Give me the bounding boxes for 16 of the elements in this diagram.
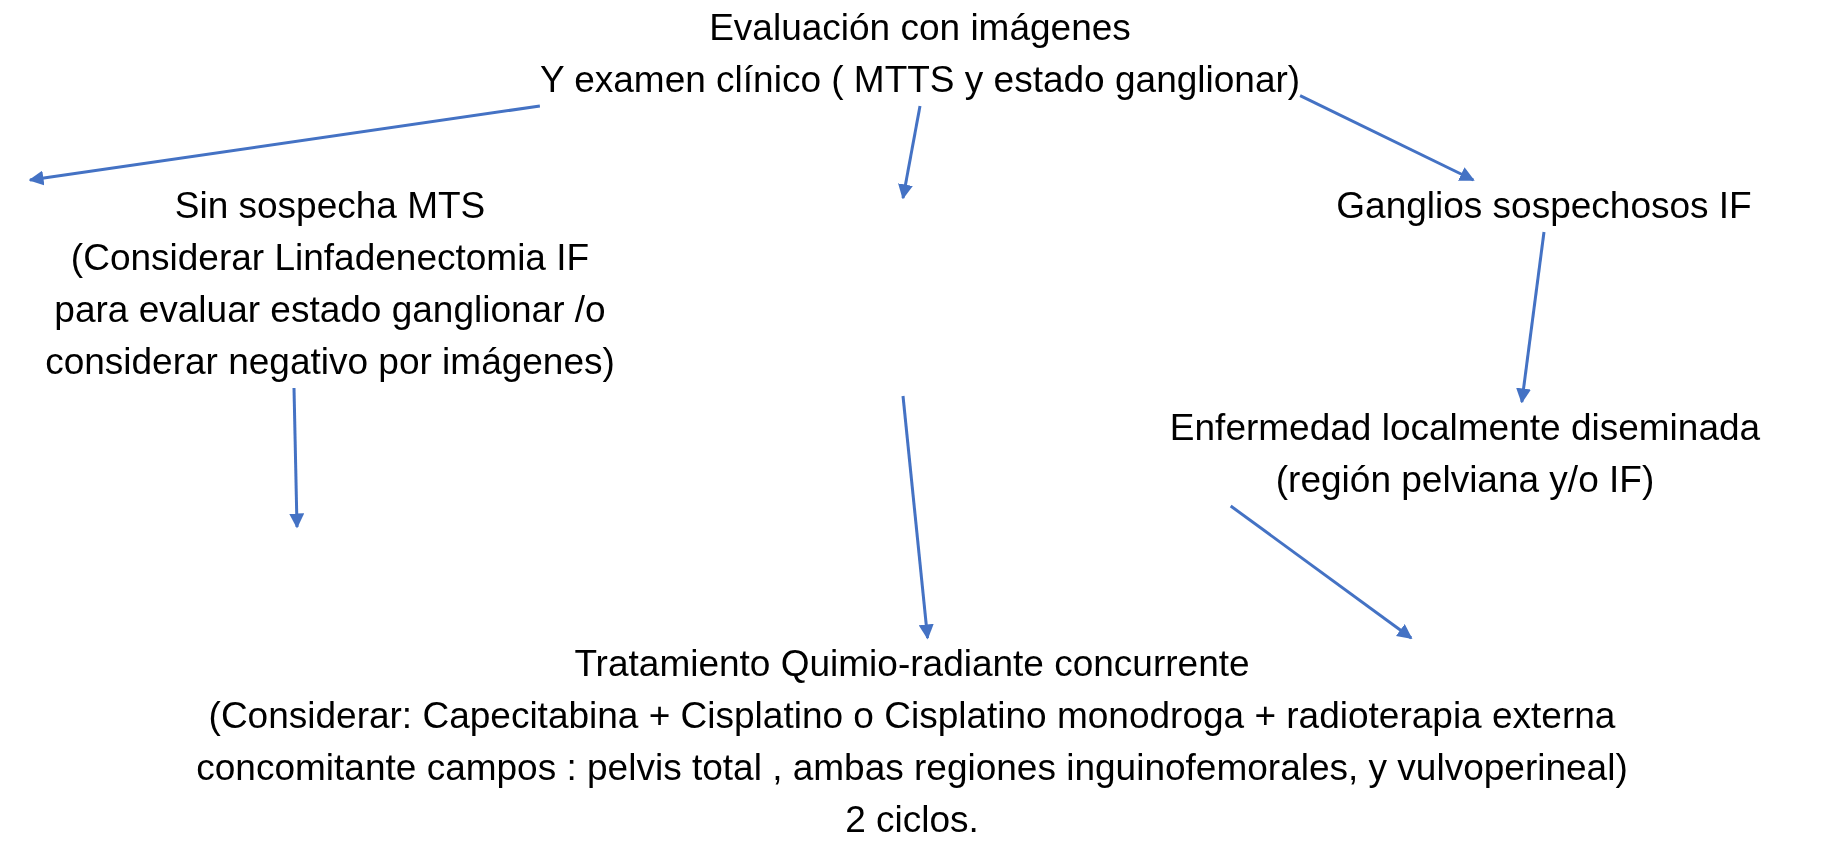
node-text: (Considerar: Capecitabina + Cisplatino o Cisplatino monodroga + radioterapia externa concomitante campos : pelvis total , ambas regiones inguinofemorales, y vulvoperineal) xyxy=(195,694,1629,790)
arrow xyxy=(898,105,922,200)
node-text: 2 ciclos. xyxy=(845,798,979,842)
arrow xyxy=(28,104,541,186)
node-text: Tratamiento Quimio-radiante concurrente xyxy=(574,642,1250,686)
node-text: (Considerar Linfadenectomia IF para evaluar estado ganglionar /o considerar negativo por imágenes) xyxy=(44,236,616,384)
arrow xyxy=(1229,504,1413,640)
arrow xyxy=(1299,94,1475,182)
arrow xyxy=(1516,231,1546,404)
node-text: Ganglios sospechosos IF xyxy=(1336,184,1752,228)
node-text: Evaluación con imágenes xyxy=(709,6,1131,50)
arrow xyxy=(289,387,305,529)
arrow xyxy=(901,395,934,640)
node-text: Enfermedad localmente diseminada (región pelviana y/o IF) xyxy=(1168,406,1762,502)
node-text: Y examen clínico ( MTTS y estado ganglionar) xyxy=(539,58,1301,102)
node-text: Sin sospecha MTS xyxy=(174,184,486,228)
